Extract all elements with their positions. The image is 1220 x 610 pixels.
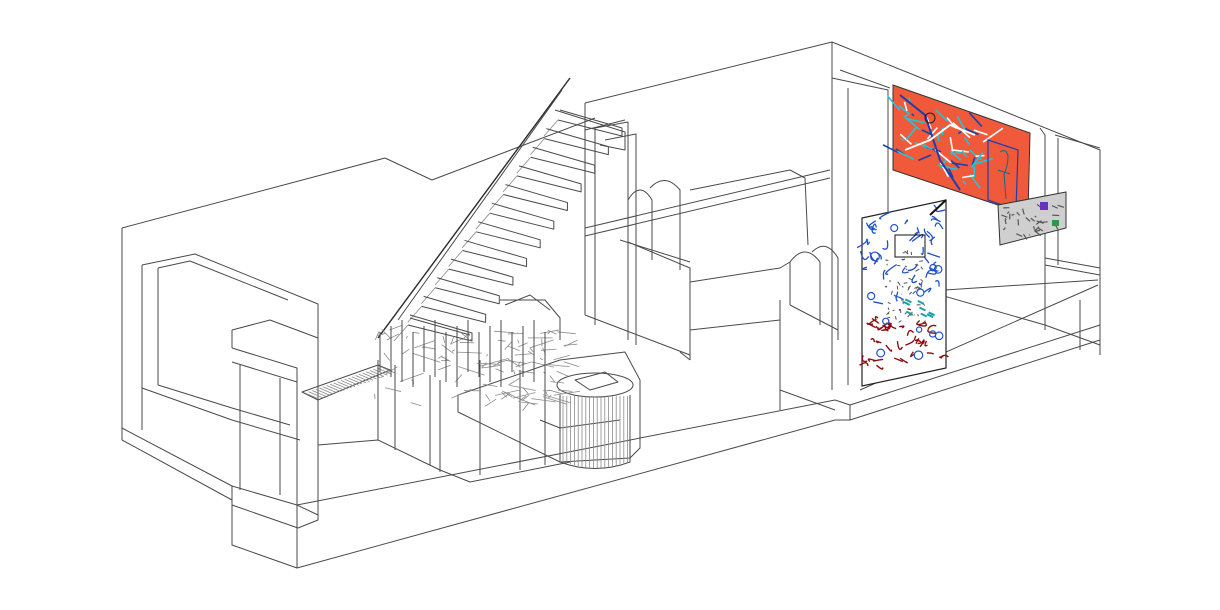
cylinder-hatching (562, 396, 628, 468)
mural-linework (882, 94, 1004, 191)
central-structure (301, 294, 641, 483)
panel-linework (1001, 203, 1065, 240)
poster-linework (856, 204, 949, 370)
ramp-hatching (304, 366, 395, 400)
mural-artwork (882, 84, 1031, 216)
stair-steps (393, 109, 626, 342)
mechanism-cluster (374, 294, 581, 411)
poster-artwork (856, 199, 949, 387)
small-panel-artwork (997, 191, 1067, 246)
middle-room-volume (584, 41, 1101, 411)
staircase (377, 77, 626, 342)
left-room-volume (121, 117, 836, 569)
